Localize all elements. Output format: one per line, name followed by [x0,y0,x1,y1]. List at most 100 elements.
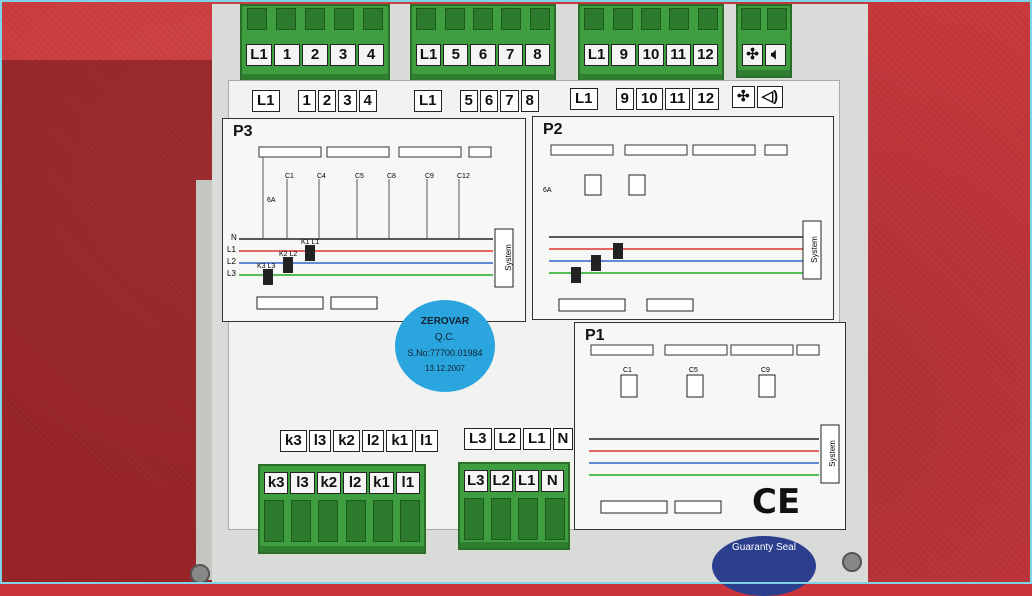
guaranty-seal: Guaranty Seal [712,536,816,596]
terminal-label: k1 [369,472,394,494]
fan-icon: ✣ [742,44,763,66]
fuse-label: 6A [543,187,552,194]
terminal-label: 10 [638,44,664,66]
ce-mark: CE [752,482,801,522]
bottom-label-strip: L3 L2 L1 N [464,428,574,450]
cap-label: C5 [355,173,364,180]
system-label: System [503,244,513,271]
diagram-title: P2 [543,121,563,138]
wiring-diagram-p3 [239,146,514,310]
strip-cell: L1 [523,428,551,450]
terminal-label: L1 [416,44,442,66]
strip-cell: 9 [615,88,634,110]
strip-cell: 10 [635,88,663,110]
line-label: L1 [227,245,236,254]
sticker-brand: ZEROVAR [420,316,470,327]
terminal-label: 8 [524,44,551,66]
sticker-qc: Q.C. [434,332,456,343]
terminal-label: L1 [584,44,610,66]
strip-cell: 8 [520,90,539,112]
strip-cell: 11 [664,88,691,110]
terminal-block-2[interactable]: L1 5 6 7 8 [410,4,556,82]
strip-cell: 3 [338,90,357,112]
wiring-diagram-p1 [589,344,840,514]
terminal-block-fan[interactable]: ✣ 🔈︎ [736,4,792,78]
strip-cell: N [552,428,574,450]
strip-cell: 5 [459,90,478,112]
terminal-block-l[interactable]: L3 L2 L1 N [458,462,570,550]
cap-label: C1 [285,173,294,180]
top-label-strip: L1 1 2 3 4 [252,90,377,112]
terminal-label: 9 [611,44,637,66]
cap-label: C4 [317,173,326,180]
fuse-label: 6A [267,197,276,204]
terminal-block-3[interactable]: L1 9 10 11 12 [578,4,724,82]
speaker-icon: ◁) [756,86,784,108]
terminal-block-1[interactable]: L1 1 2 3 4 [240,4,390,82]
top-label-strip: ✣ ◁) [732,86,784,108]
diagram-p2: P2 System 6A [532,116,834,320]
terminal-label: L1 [515,470,539,492]
line-label: L3 [227,269,236,278]
terminal-label: L1 [246,44,272,66]
top-label-strip: L1 5 6 7 8 [414,90,539,112]
strip-cell: L3 [464,428,492,450]
sticker-serial: S.No:77700.01984 [407,348,483,358]
strip-cell: l1 [415,430,438,452]
k-label: K2 L2 [279,251,298,258]
terminal-label: l3 [290,472,315,494]
strip-cell: k1 [386,430,414,452]
terminal-label: 1 [274,44,300,66]
strip-cell: 2 [317,90,337,112]
device-shadow [0,60,230,584]
fan-icon: ✣ [732,86,755,108]
strip-cell: 12 [692,88,720,110]
terminal-label: 2 [302,44,328,66]
terminal-label: 3 [330,44,356,66]
strip-cell: L1 [252,90,280,112]
cap-label: C5 [689,367,698,374]
cap-label: C12 [457,173,470,180]
terminal-label: 5 [443,44,469,66]
terminal-label: 7 [497,44,523,66]
system-label: System [809,236,819,263]
cap-label: C9 [761,367,770,374]
cap-label: C8 [387,173,396,180]
terminal-block-k[interactable]: k3 l3 k2 l2 k1 l1 [258,464,426,554]
terminal-label: N [540,470,564,492]
cap-label: C9 [425,173,434,180]
wiring-diagram-p2 [549,144,822,312]
mounting-screw [842,552,862,572]
strip-cell: l2 [361,430,385,452]
diagram-p3: P3 System N L1 L2 L3 6A K1 L1 K2 L2 K3 L… [222,118,526,322]
mounting-screw [190,564,210,584]
strip-cell: 1 [297,90,316,112]
terminal-label: k2 [316,472,341,494]
k-label: K1 L1 [301,239,320,246]
strip-cell: k2 [333,430,360,452]
strip-cell: L1 [414,90,442,112]
strip-cell: L1 [570,88,598,110]
line-label: L2 [227,257,236,266]
terminal-label: 11 [665,44,691,66]
terminal-label: 6 [470,44,496,66]
line-label: N [231,233,237,242]
strip-cell: 7 [500,90,519,112]
strip-cell: 6 [479,90,499,112]
terminal-label: l1 [395,472,420,494]
terminal-label: l2 [342,472,368,494]
sticker-date: 13.12.2007 [424,364,466,373]
top-label-strip: L1 9 10 11 12 [570,88,720,110]
terminal-label: 12 [692,44,719,66]
strip-cell: L2 [493,428,522,450]
speaker-icon: 🔈︎ [765,44,786,66]
diagram-p1: P1 C1 C5 C9 System [574,322,846,530]
terminal-label: k3 [264,472,289,494]
k-label: K3 L3 [257,263,276,270]
diagram-title: P1 [585,327,605,344]
terminal-label: L3 [464,470,488,492]
strip-cell: l3 [308,430,332,452]
system-label: System [827,440,837,467]
bottom-label-strip: k3 l3 k2 l2 k1 l1 [280,430,438,452]
strip-cell: 4 [358,90,377,112]
